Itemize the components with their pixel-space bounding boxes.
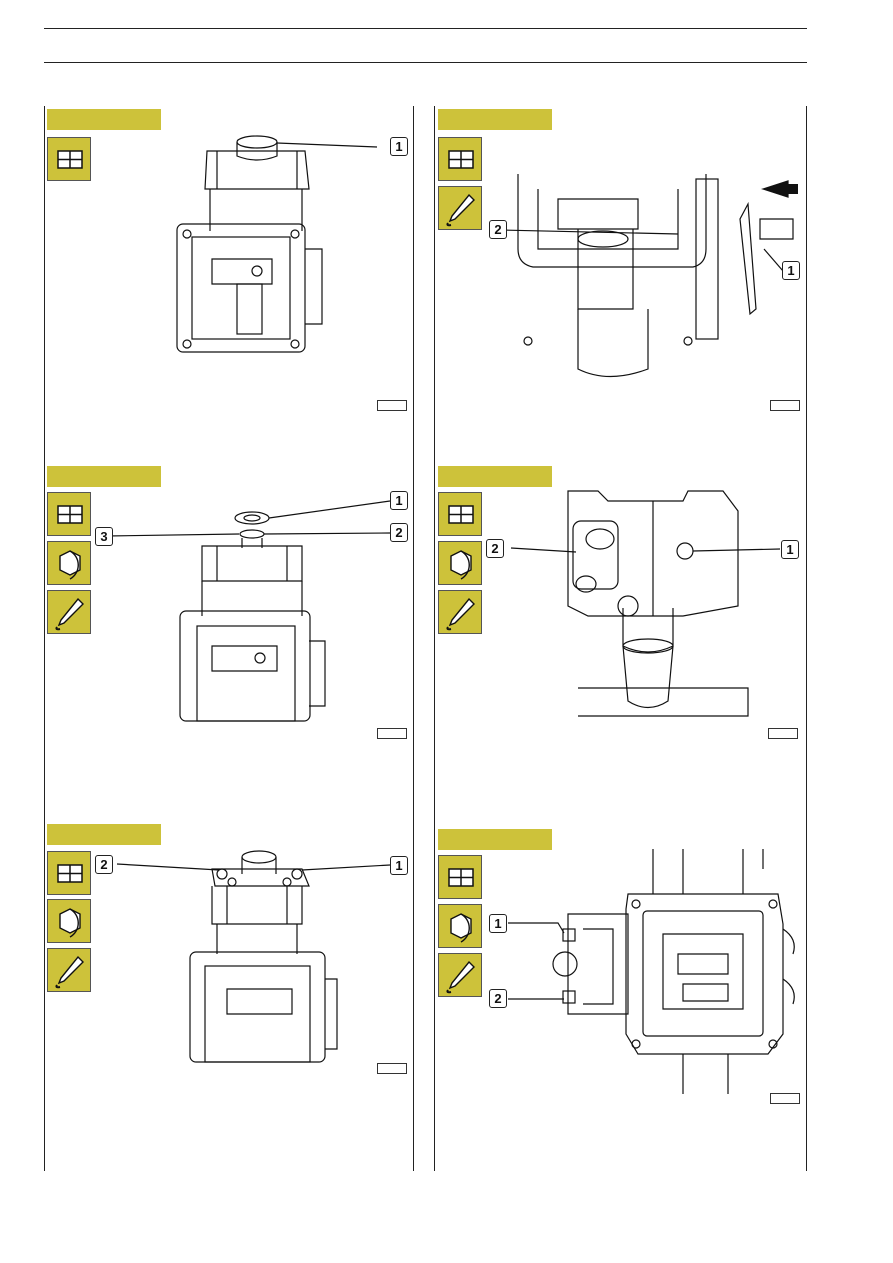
sealant-icon: [47, 948, 91, 992]
disassemble-icon: [47, 492, 91, 536]
tighten-icon: [438, 904, 482, 948]
figure-number-box: [377, 728, 407, 739]
figure-panel-6: 1 2: [438, 829, 800, 1109]
gearbox-housing-plug-drawing: [499, 174, 798, 378]
figure-panel-5: 2 1: [47, 824, 409, 1079]
panel-title-bar: [438, 466, 552, 487]
header-rule-top: [44, 28, 807, 29]
panel-title-bar: [438, 109, 552, 130]
figure-panel-1: 1: [47, 109, 409, 411]
callout-2: 2: [489, 220, 507, 239]
figure-number-box: [377, 400, 407, 411]
column-border-left: [44, 106, 45, 1171]
figure-number-box: [377, 1063, 407, 1074]
sealant-icon: [438, 186, 482, 230]
callout-1: 1: [781, 540, 799, 559]
panel-title-bar: [438, 829, 552, 850]
figure-panel-4: 2 1: [438, 466, 800, 744]
gearbox-cover-drawing: [176, 135, 378, 353]
tighten-icon: [47, 541, 91, 585]
tighten-icon: [47, 899, 91, 943]
callout-1: 1: [782, 261, 800, 280]
callout-2: 2: [489, 989, 507, 1008]
disassemble-icon: [47, 137, 91, 181]
callout-3: 3: [95, 527, 113, 546]
panel-title-bar: [47, 109, 161, 130]
panel-title-bar: [47, 466, 161, 487]
figure-number-box: [770, 400, 800, 411]
figure-number-box: [770, 1093, 800, 1104]
column-border-middle-left: [413, 106, 414, 1171]
callout-2: 2: [95, 855, 113, 874]
column-border-right: [806, 106, 807, 1171]
callout-1: 1: [390, 137, 408, 156]
figure-panel-3: 1 3 2: [47, 466, 409, 744]
selector-shaft-seal-drawing: [106, 500, 391, 722]
gearbox-assembly-drawing: [508, 849, 795, 1094]
panel-title-bar: [47, 824, 161, 845]
cover-plate-bolts-drawing: [116, 850, 391, 1063]
figure-panel-2: 2 1: [438, 109, 800, 411]
selector-cover-side-drawing: [510, 490, 781, 717]
disassemble-icon: [47, 851, 91, 895]
sealant-icon: [438, 590, 482, 634]
callout-1: 1: [390, 491, 408, 510]
header-rule-bottom: [44, 62, 807, 63]
figure-number-box: [768, 728, 798, 739]
sealant-icon: [47, 590, 91, 634]
disassemble-icon: [438, 492, 482, 536]
tighten-icon: [438, 541, 482, 585]
column-border-middle-right: [434, 106, 435, 1171]
callout-1: 1: [489, 914, 507, 933]
disassemble-icon: [438, 855, 482, 899]
callout-2: 2: [390, 523, 408, 542]
callout-2: 2: [486, 539, 504, 558]
disassemble-icon: [438, 137, 482, 181]
sealant-icon: [438, 953, 482, 997]
callout-1: 1: [390, 856, 408, 875]
